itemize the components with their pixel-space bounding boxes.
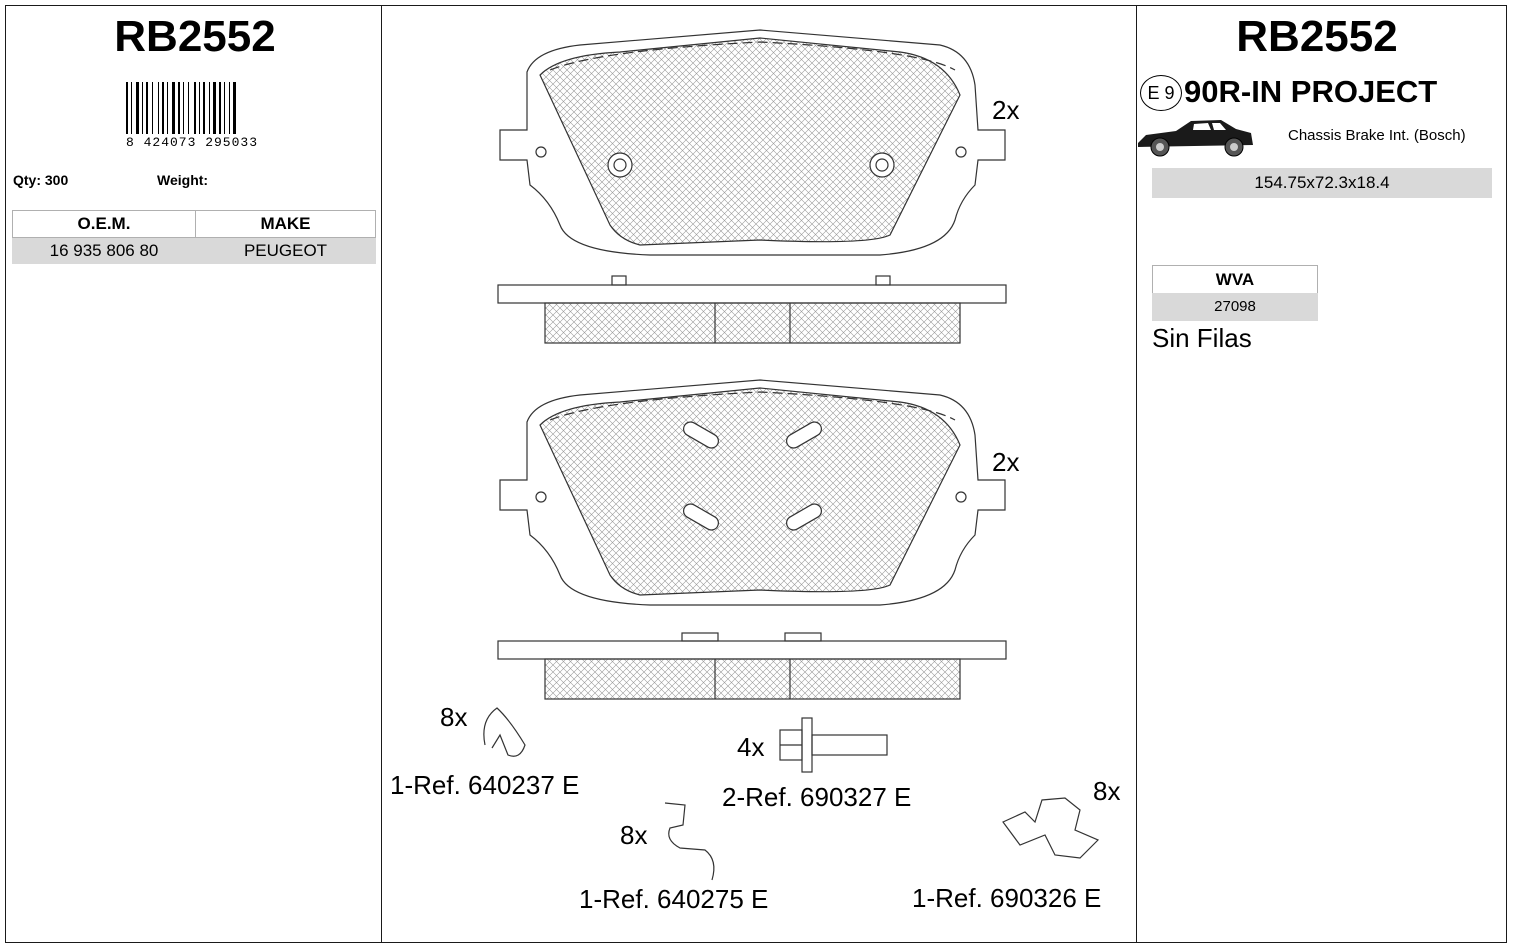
bolt-icon <box>779 717 888 773</box>
brake-pad-side-view-2 <box>497 632 1007 700</box>
make-header: MAKE <box>195 210 376 238</box>
barcode-digits: 8 424073 295033 <box>126 135 258 150</box>
wva-table: WVA 27098 <box>1152 265 1318 321</box>
part-number-right: RB2552 <box>1236 12 1398 61</box>
car-icon <box>1138 120 1253 157</box>
accessory-2-multiplier: 4x <box>737 732 765 762</box>
wire-spring-icon <box>664 802 715 881</box>
accessory-1-multiplier: 8x <box>440 702 468 732</box>
qty-label: Qty: 300 <box>13 172 69 188</box>
brake-pad-front-view-2 <box>499 379 1006 606</box>
accessory-3-ref: 1-Ref. 640275 E <box>579 884 769 914</box>
approval-text: 90R-IN PROJECT <box>1184 74 1438 109</box>
brake-pad-side-view-1 <box>497 275 1007 344</box>
brake-pad-front-view-1 <box>499 29 1006 256</box>
anti-rattle-clip-icon <box>1002 797 1100 859</box>
oem-table: O.E.M. MAKE 16 935 806 80 PEUGEOT <box>12 210 376 264</box>
page-frame <box>5 5 1507 943</box>
part-number-left: RB2552 <box>114 12 276 61</box>
note-label: Sin Filas <box>1152 323 1252 353</box>
barcode: 8 424073 295033 <box>120 82 265 150</box>
left-divider <box>381 5 382 943</box>
technical-drawing <box>483 29 1100 881</box>
approval-mark: E 9 <box>1140 75 1182 111</box>
pad-set-2-multiplier: 2x <box>992 447 1020 477</box>
system-label: Chassis Brake Int. (Bosch) <box>1288 127 1466 144</box>
accessory-4-multiplier: 8x <box>1093 776 1121 806</box>
make-value: PEUGEOT <box>195 237 376 264</box>
dimensions: 154.75x72.3x18.4 <box>1152 168 1492 198</box>
accessory-1-ref: 1-Ref. 640237 E <box>390 770 580 800</box>
right-divider <box>1136 5 1137 943</box>
spring-clip-icon <box>483 707 526 757</box>
weight-label: Weight: <box>157 172 209 188</box>
oem-value: 16 935 806 80 <box>12 237 196 264</box>
wva-header: WVA <box>1152 265 1318 293</box>
wva-value: 27098 <box>1152 293 1318 321</box>
oem-header: O.E.M. <box>12 210 196 238</box>
accessory-2-ref: 2-Ref. 690327 E <box>722 782 912 812</box>
accessory-4-ref: 1-Ref. 690326 E <box>912 883 1102 913</box>
pad-set-1-multiplier: 2x <box>992 95 1020 125</box>
accessory-3-multiplier: 8x <box>620 820 648 850</box>
table-row: 16 935 806 80 PEUGEOT <box>12 237 376 264</box>
